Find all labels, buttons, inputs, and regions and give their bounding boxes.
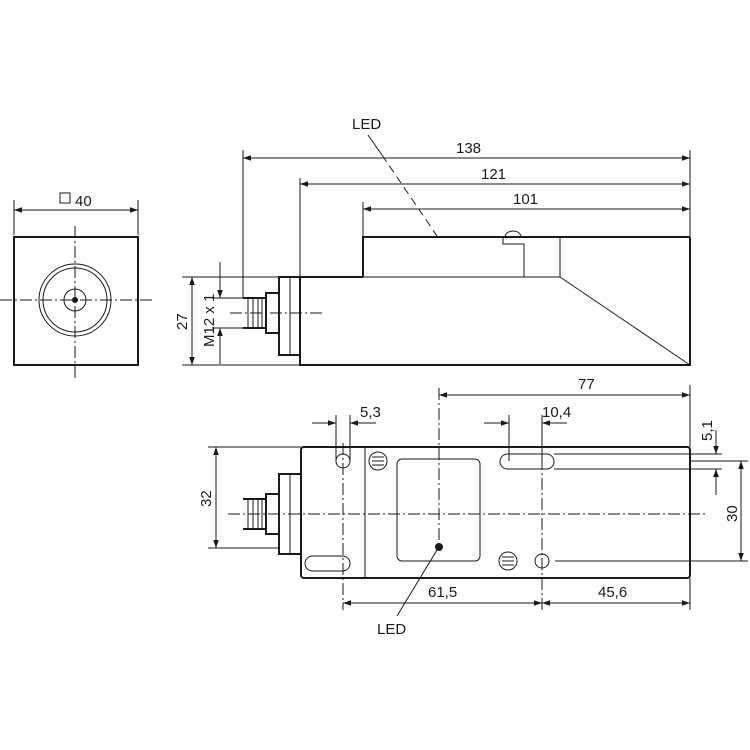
dim-m12-label: M12 x 1 bbox=[201, 294, 218, 347]
led-dot bbox=[435, 543, 443, 551]
side-screw-head-icon bbox=[504, 230, 522, 238]
dim-5-3-label: 5,3 bbox=[360, 404, 381, 421]
slot-bottom-left bbox=[304, 555, 351, 572]
dim-27-label: 27 bbox=[174, 313, 191, 330]
dim-5-1-label: 5,1 bbox=[699, 420, 716, 441]
top-body-outline bbox=[300, 446, 691, 579]
led-top-leader bbox=[367, 134, 383, 156]
side-body-outline bbox=[299, 237, 691, 366]
screw-bottom-right-icon bbox=[498, 551, 518, 571]
dim-10-4-label: 10,4 bbox=[542, 404, 571, 421]
side-top-step bbox=[362, 236, 690, 277]
dim-77-label: 77 bbox=[578, 376, 595, 393]
screw-bottom-right-slots bbox=[502, 556, 514, 566]
side-screw-recess bbox=[502, 237, 525, 277]
front-view: 40 bbox=[0, 192, 152, 378]
dim-square-label: 40 bbox=[75, 193, 92, 210]
dim-32-label: 32 bbox=[198, 490, 215, 507]
front-face-outline bbox=[13, 236, 139, 366]
led-top-label: LED bbox=[352, 116, 381, 133]
square-symbol bbox=[59, 192, 71, 204]
dim-121-label: 121 bbox=[481, 166, 506, 183]
led-bottom-leader bbox=[396, 549, 438, 617]
screw-top-left-slots bbox=[372, 456, 384, 466]
dim-61-5-label: 61,5 bbox=[428, 584, 457, 601]
dim-138-label: 138 bbox=[456, 140, 481, 157]
top-connector-body bbox=[243, 498, 267, 530]
dim-45-6-label: 45,6 bbox=[598, 584, 627, 601]
dim-30-label: 30 bbox=[724, 505, 741, 522]
side-view: 138 121 101 LED 27 M12 x 1 bbox=[174, 116, 691, 366]
slot-top-right bbox=[499, 453, 555, 470]
dim-101-label: 101 bbox=[513, 191, 538, 208]
led-bottom-label: LED bbox=[377, 621, 406, 638]
side-slope-line bbox=[559, 237, 691, 366]
top-view: 77 5,3 10,4 5,1 30 32 61,5 45,6 bbox=[198, 376, 748, 638]
screw-top-left-icon bbox=[368, 451, 388, 471]
led-top-leader-dash bbox=[381, 154, 438, 237]
